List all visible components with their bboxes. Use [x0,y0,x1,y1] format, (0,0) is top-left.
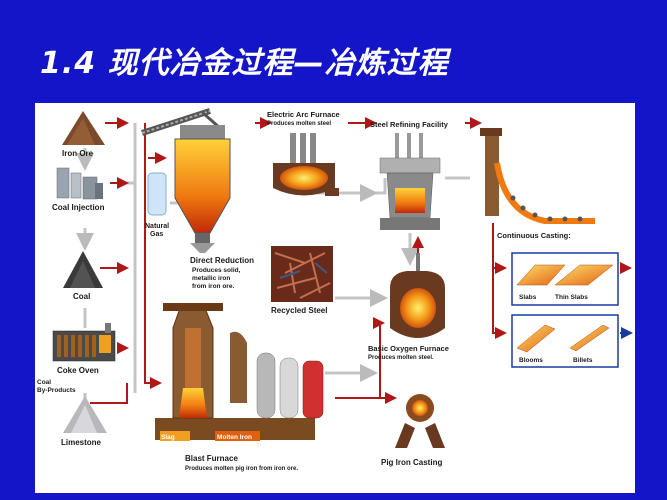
iron-ore-label: Iron Ore [62,149,94,158]
direct-reduction-sub-3: from iron ore. [192,283,234,290]
coal-byproducts-label-1: Coal [37,379,51,386]
recycled-steel-label: Recycled Steel [271,306,327,315]
blast-furnace-label: Blast Furnace [185,454,238,463]
blast-furnace-sub: Produces molten pig iron from iron ore. [185,466,298,472]
direct-reduction-label: Direct Reduction [190,256,254,265]
bof-subtitle: Produces molten steel. [368,355,434,361]
blooms-product-box: Blooms Billets [511,314,619,368]
blooms-label: Blooms [519,357,543,364]
pig-iron-casting-label: Pig Iron Casting [381,458,442,467]
billets-label: Billets [573,357,593,364]
natural-gas-tank: Natural Gas [145,172,169,238]
direct-reduction-sub-1: Produces solid, [192,267,241,274]
pig-iron-casting: Pig Iron Casting [381,394,445,467]
coke-oven: Coke Oven Coal By-Products [37,323,116,394]
electric-arc-furnace: Electric Arc Furnace Produces molten ste… [267,110,340,196]
coal-injection-label: Coal Injection [52,203,105,212]
direct-reduction-sub-2: metallic iron [192,275,230,282]
blast-furnace-complex: Slag Molten Iron Blast Furnace Produces … [155,303,324,472]
grey-flow-lines [76,123,470,403]
coal-byproducts-label-2: By-Products [37,387,76,394]
thin-slabs-label: Thin Slabs [555,294,588,301]
limestone-label: Limestone [61,438,102,447]
limestone-pile: Limestone [61,396,107,447]
natural-gas-label-2: Gas [150,231,163,238]
slabs-label: Slabs [519,294,537,301]
slag-label: Slag [161,434,175,441]
ore-conveyor [141,108,221,136]
coal-label: Coal [73,292,90,301]
coal-injection-unit: Coal Injection [52,167,105,212]
coke-oven-label: Coke Oven [57,366,99,375]
slide-title: 1.4 现代冶金过程—冶炼过程 [40,46,449,81]
natural-gas-label-1: Natural [145,223,169,230]
slabs-product-box: Slabs Thin Slabs [511,252,619,306]
continuous-casting-label: Continuous Casting: [497,231,571,240]
bof-title: Basic Oxygen Furnace [368,344,449,353]
direct-reduction-shaft: Direct Reduction Produces solid, metalli… [174,125,254,290]
eaf-title: Electric Arc Furnace [267,110,340,119]
basic-oxygen-furnace: Basic Oxygen Furnace Produces molten ste… [368,253,449,361]
process-diagram-panel: Iron Ore Coal Injection Coal [35,103,635,493]
steel-refining-facility: Steel Refining Facility [370,120,449,230]
recycled-steel-pile: Recycled Steel [271,246,333,315]
iron-ore-pile: Iron Ore [62,111,105,158]
eaf-subtitle: Produces molten steel [267,121,331,127]
continuous-casting-machine: Continuous Casting: [480,128,595,240]
coal-pile: Coal [63,251,103,301]
red-flow-lines [90,117,632,404]
steelmaking-flow-diagram: Iron Ore Coal Injection Coal [37,108,633,472]
molten-iron-label: Molten Iron [217,434,252,441]
refining-label: Steel Refining Facility [370,120,449,129]
